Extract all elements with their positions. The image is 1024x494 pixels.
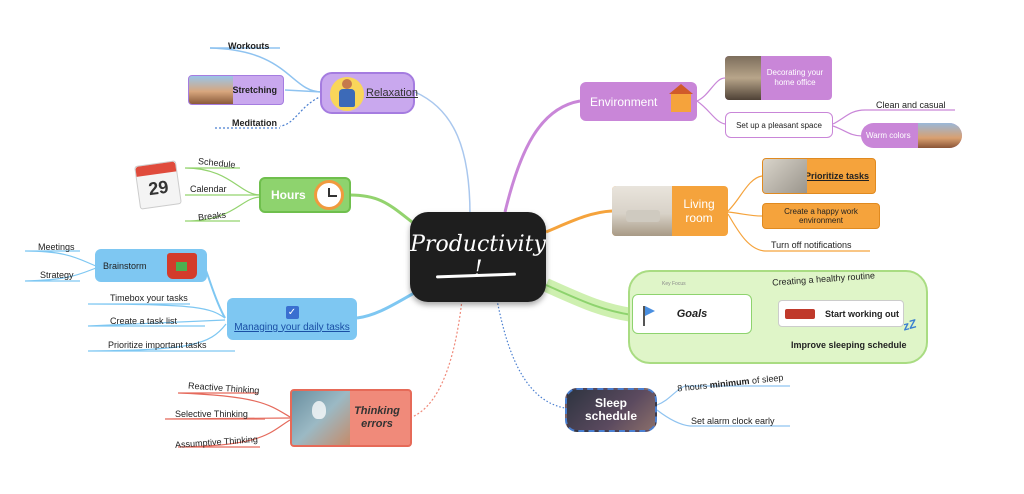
sleep-node[interactable]: Sleep schedule [565, 388, 657, 432]
warm-colors-node[interactable]: Warm colors [861, 123, 962, 148]
flag-icon [643, 306, 645, 326]
living-room-photo [612, 186, 672, 236]
lightbulb-hand-photo [292, 391, 350, 445]
clock-icon [314, 180, 344, 210]
decorating-label: Decorating your home office [766, 68, 824, 87]
dumbbell-icon [785, 309, 815, 319]
environment-label: Environment [590, 94, 658, 109]
living-room-label: Living room [683, 197, 715, 225]
flag-cloth [645, 306, 655, 316]
central-topic-label: Productivity ! [410, 232, 546, 282]
workouts-label[interactable]: Workouts [228, 41, 270, 51]
hours-node[interactable]: Hours [259, 177, 351, 213]
task-list-label[interactable]: Create a task list [110, 316, 178, 326]
stretching-label: Stretching [232, 85, 277, 95]
prioritize-tasks-label: Prioritize tasks [804, 171, 869, 181]
central-topic[interactable]: Productivity ! [410, 212, 546, 302]
warm-colors-label: Warm colors [866, 131, 911, 140]
happy-env-label: Create a happy work environment [784, 207, 858, 225]
clock-hand-hour [328, 188, 330, 197]
clock-hand-minute [329, 195, 337, 197]
brainstorm-label: Brainstorm [103, 260, 147, 271]
person-body [339, 89, 355, 107]
prioritize-photo [763, 159, 807, 193]
start-working-node[interactable]: Start working out [778, 300, 904, 327]
mug-house-graphic [176, 262, 187, 271]
relaxation-label: Relaxation [366, 87, 418, 99]
link-daily-tasks [356, 288, 421, 320]
coffee-mug-icon [167, 253, 197, 279]
clean-casual-label[interactable]: Clean and casual [876, 100, 946, 110]
goals-label: Goals [676, 308, 708, 320]
thinking-errors-node[interactable]: Thinking errors [290, 389, 412, 447]
goals-node[interactable]: Goals [632, 294, 752, 334]
brainstorm-node[interactable]: Brainstorm [95, 249, 207, 282]
daily-tasks-node[interactable]: ✓ Managing your daily tasks [227, 298, 357, 340]
link-relaxation [414, 91, 471, 216]
sleep-label: Sleep schedule [584, 396, 638, 423]
link-sleep [496, 299, 566, 409]
start-working-label: Start working out [825, 308, 899, 319]
selective-thinking-label[interactable]: Selective Thinking [175, 409, 248, 419]
thinking-errors-label: Thinking errors [354, 405, 400, 430]
sofa-graphic [626, 210, 660, 222]
person-head [342, 79, 352, 89]
living-room-node[interactable]: Living room [612, 186, 728, 236]
sleeping-label[interactable]: Improve sleeping schedule [791, 340, 907, 350]
calendar-day: 29 [147, 176, 170, 200]
strategy-label[interactable]: Strategy [40, 270, 74, 280]
house-roof [669, 84, 693, 94]
meetings-label[interactable]: Meetings [38, 242, 75, 252]
calendar-label[interactable]: Calendar [190, 184, 227, 194]
link-hours [349, 193, 413, 224]
relaxation-node[interactable]: Relaxation [320, 72, 418, 114]
home-office-photo [725, 56, 761, 100]
link-environment [503, 99, 581, 213]
alarm-label[interactable]: Set alarm clock early [691, 416, 775, 426]
stretching-photo [189, 76, 233, 104]
link-living-room [545, 209, 613, 234]
stretching-node[interactable]: Stretching [188, 75, 284, 105]
decorating-node[interactable]: Decorating your home office [725, 56, 832, 100]
daily-tasks-label: Managing your daily tasks [234, 321, 350, 333]
lightbulb-icon [312, 401, 326, 419]
goals-boundary-label: Key Focus [662, 281, 686, 287]
checkbox-icon: ✓ [285, 305, 299, 319]
prioritize-important-label[interactable]: Prioritize important tasks [108, 340, 207, 350]
calendar-icon: 29 [134, 160, 182, 210]
link-goals [545, 284, 633, 316]
meditation-label[interactable]: Meditation [232, 118, 277, 128]
house-icon [669, 84, 693, 112]
notifications-label[interactable]: Turn off notifications [771, 240, 852, 250]
link-thinking-errors [411, 299, 463, 418]
hours-label: Hours [271, 188, 306, 202]
timebox-label[interactable]: Timebox your tasks [110, 293, 188, 303]
pleasant-space-label: Set up a pleasant space [736, 120, 822, 130]
prioritize-tasks-node[interactable]: Prioritize tasks [762, 158, 876, 194]
happy-env-node[interactable]: Create a happy work environment [762, 203, 880, 229]
warm-colors-photo [918, 123, 962, 148]
environment-node[interactable]: Environment [580, 82, 697, 121]
pleasant-space-node[interactable]: Set up a pleasant space [725, 112, 833, 138]
